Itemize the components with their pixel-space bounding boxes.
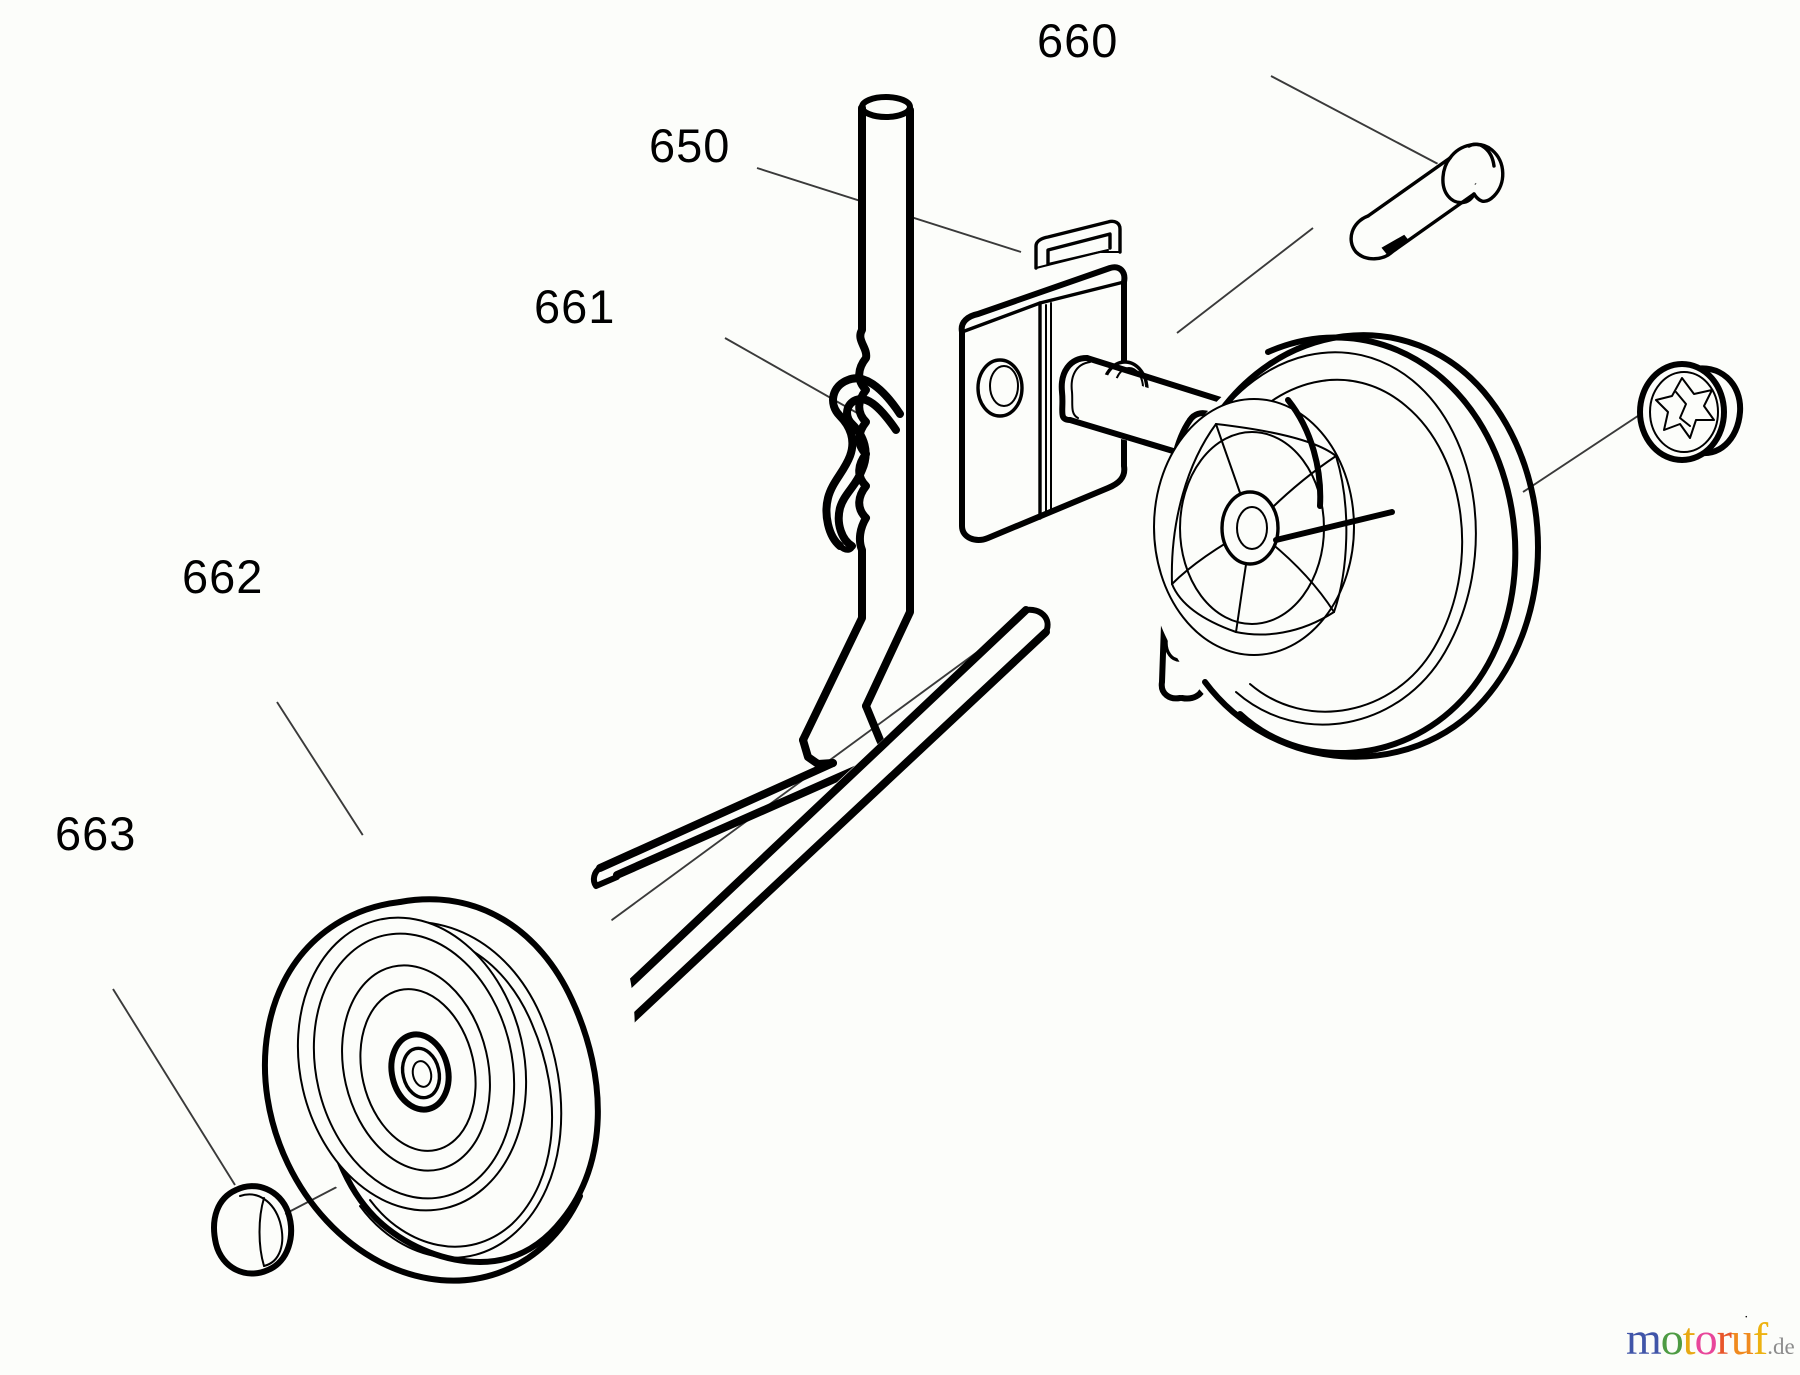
watermark-letter-t: t [1682, 1313, 1696, 1364]
part-662-left-wheel [261, 808, 635, 1284]
watermark-letter-r: r [1716, 1313, 1732, 1364]
left-wheel-outer-front [379, 896, 601, 1265]
callout-660: 660 [1037, 14, 1119, 67]
rim-web-2 [1333, 455, 1348, 613]
tire-profile-ring2 [1225, 378, 1464, 713]
part-661-hairpin-cotter-pin [822, 374, 904, 553]
tube-top-opening [859, 94, 913, 120]
callout-650: 650 [649, 119, 731, 172]
axle-tube-bottom-edge [605, 628, 1050, 1045]
tire-profile-ring1 [1207, 351, 1477, 726]
pin-cross-hole [1381, 234, 1410, 255]
watermark-dot: ˙ [1743, 1314, 1749, 1330]
hub-cap-outer [211, 1183, 295, 1277]
bracket-u-slot-floor2 [1047, 249, 1109, 265]
axle-tube-top-edge [588, 606, 1030, 1024]
rim-web-4 [1171, 583, 1237, 633]
tube-leg-tip-cap [590, 865, 620, 889]
right-wheel [1146, 332, 1541, 760]
bracket-u-slot-outer [1034, 219, 1122, 270]
retainer-star-cut [1655, 377, 1715, 439]
watermark-letter-u: u [1730, 1313, 1754, 1364]
watermark-letter-o1: o [1660, 1313, 1684, 1364]
axle-stub-left-cap [1058, 355, 1090, 423]
cotter-inner-wire [834, 395, 900, 550]
rim-highlight-spoke [1273, 509, 1395, 543]
bracket-hole-left [976, 358, 1024, 418]
motoruf-watermark: ˙ motoruf.de [1626, 1312, 1795, 1365]
hub-cap-crease [258, 1197, 265, 1267]
axle-stub-left-cap-inner [1070, 361, 1091, 419]
pin-tip [1349, 214, 1394, 261]
cotter-loop-bottom [837, 543, 855, 553]
left-wheel-hub-bore [411, 1060, 433, 1088]
axle-tube [575, 606, 1051, 1051]
pin-shank-top [1366, 156, 1452, 218]
part-663-hub-cap [211, 1183, 295, 1277]
left-wheel-outer-back [261, 899, 583, 1284]
watermark-letter-o2: o [1694, 1313, 1718, 1364]
watermark-suffix: .de [1767, 1334, 1795, 1359]
leader-663 [112, 988, 236, 1186]
left-wheel-ring-c [341, 964, 491, 1172]
tube-leg-lower-left-top [596, 759, 837, 872]
left-wheel-ring-d [359, 988, 477, 1152]
part-660-clevis-pin [1349, 142, 1505, 261]
hub-cap-inner-face [239, 1193, 284, 1267]
retainer-star-cut2 [1675, 391, 1691, 427]
rim-web-1 [1215, 423, 1337, 457]
axle-tube-right-end [1023, 606, 1051, 635]
tire-outer-front [1237, 334, 1519, 756]
pin-head-flange-back [1467, 142, 1496, 168]
left-wheel-side-ring1 [359, 920, 563, 1259]
callout-663: 663 [55, 807, 137, 860]
rim-highlight-arc [1285, 397, 1324, 509]
bracket-outline [958, 264, 1128, 543]
bracket-u-slot-inner [1046, 232, 1112, 266]
tube-leg-lower-left-bottom [613, 758, 877, 879]
bracket-hole-left-inner [989, 365, 1019, 407]
left-wheel-hub-mid [400, 1046, 442, 1100]
rim-web-5 [1170, 423, 1217, 585]
retainer-disc-inner [1649, 371, 1719, 453]
callout-662: 662 [182, 550, 264, 603]
rim-hub-boss [1220, 490, 1280, 566]
rim-web-3 [1235, 611, 1335, 636]
watermark-letter-m: m [1626, 1313, 1662, 1364]
cotter-outer-wire [822, 374, 904, 550]
star-retainer-cap [1637, 361, 1744, 463]
watermark-letter-f: f [1752, 1313, 1768, 1364]
leader-660b [1176, 227, 1314, 334]
left-wheel-ring-b [312, 932, 516, 1200]
callout-661: 661 [534, 280, 616, 333]
rim-hub-bore [1236, 506, 1268, 550]
tube-right-edge [862, 106, 914, 710]
pin-head-flange-inner [1441, 156, 1476, 205]
